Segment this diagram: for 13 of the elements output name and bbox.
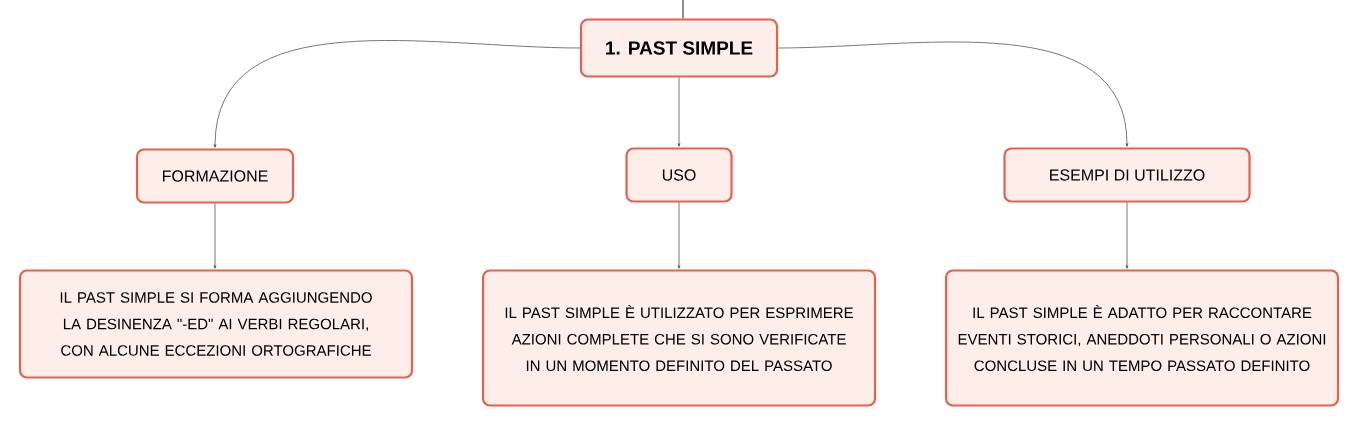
connector-arrow xyxy=(213,40,581,148)
subtopic-box: USO xyxy=(625,147,733,203)
connector-arrow xyxy=(777,41,1129,147)
topic-box: 1. PAST SIMPLE xyxy=(579,18,779,78)
description-box: IL PAST SIMPLE SI FORMA AGGIUNGENDO LA DESINENZA "-ED" AI VERBI REGOLARI, CON ALCUNE ECCEZIONI ORTOGRAFICHE xyxy=(18,269,414,379)
connector-arrow xyxy=(1125,202,1129,269)
connector-arrow xyxy=(213,203,217,269)
subtopic-box: ESEMPI DI UTILIZZO xyxy=(1003,147,1251,203)
description-box: IL PAST SIMPLE È ADATTO PER RACCONTARE EVENTI STORICI, ANEDDOTI PERSONALI O AZIONI CONCLUSE IN UN TEMPO PASSATO DEFINITO xyxy=(944,269,1340,407)
connector-arrow xyxy=(677,77,681,147)
description-box: IL PAST SIMPLE È UTILIZZATO PER ESPRIMERE AZIONI COMPLETE CHE SI SONO VERIFICATE IN UN MOMENTO DEFINITO DEL PASSATO xyxy=(481,269,877,407)
subtopic-box: FORMAZIONE xyxy=(135,148,295,204)
connector-arrow xyxy=(677,202,681,269)
